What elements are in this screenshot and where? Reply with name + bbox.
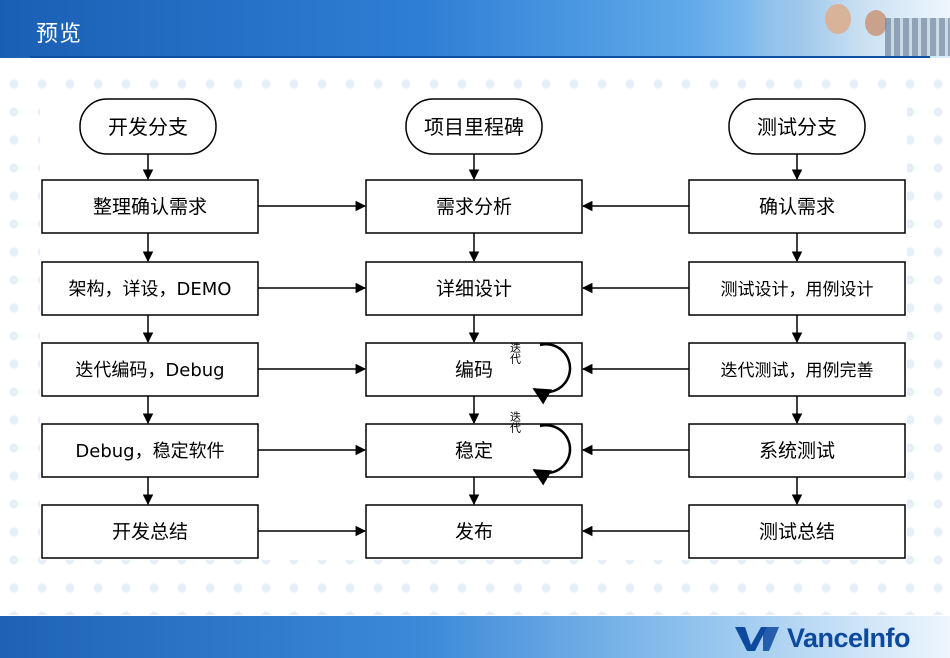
footer-bar (0, 616, 950, 658)
box-dev-4-label: Debug，稳定软件 (75, 441, 224, 462)
vertical-arrows (142, 154, 803, 506)
iteration-loop-stable: 迭代 (509, 411, 572, 486)
flow-diagram: 开发分支 项目里程碑 测试分支 整理确认需求 需求分析 确认需求 架构，详设，D… (40, 97, 907, 560)
flow-diagram-svg: 开发分支 项目里程碑 测试分支 整理确认需求 需求分析 确认需求 架构，详设，D… (41, 98, 906, 559)
box-test-2-label: 测试设计，用例设计 (721, 280, 874, 300)
horizontal-arrows (258, 200, 689, 537)
vanceinfo-logo: VanceInfo (733, 621, 943, 655)
box-test-5-label: 测试总结 (759, 521, 835, 543)
logo-mark-icon (735, 627, 779, 651)
iteration-loop-coding: 迭代 (509, 342, 572, 405)
box-dev-5-label: 开发总结 (112, 521, 188, 543)
logo-text: VanceInfo (787, 622, 911, 653)
box-dev-4 (41, 423, 259, 478)
box-mid-3-label: 编码 (455, 359, 493, 381)
box-test-3-label: 迭代测试，用例完善 (721, 361, 874, 381)
box-mid-5-label: 发布 (455, 521, 493, 543)
box-test-1-label: 确认需求 (759, 196, 835, 218)
lane-test: 测试分支 (728, 98, 866, 155)
loop-label-coding-1: 迭代 (509, 342, 522, 365)
lane-dev: 开发分支 (79, 98, 217, 155)
box-dev-3-label: 迭代编码，Debug (75, 360, 224, 381)
header-divider (30, 56, 930, 58)
header-bar: 预览 (0, 0, 950, 58)
box-mid-4 (365, 423, 583, 478)
box-mid-5 (365, 504, 583, 559)
lane-test-label: 测试分支 (757, 115, 837, 139)
box-test-4-label: 系统测试 (759, 440, 835, 462)
lane-milestone-label: 项目里程碑 (424, 115, 524, 139)
box-test-5 (688, 504, 906, 559)
page-title: 预览 (36, 22, 83, 47)
lane-dev-label: 开发分支 (108, 115, 188, 139)
box-mid-1-label: 需求分析 (436, 196, 512, 218)
box-mid-2-label: 详细设计 (436, 278, 512, 300)
box-test-4 (688, 423, 906, 478)
box-mid-4-label: 稳定 (455, 440, 493, 462)
box-dev-5 (41, 504, 259, 559)
header-photo (745, 0, 950, 56)
lane-milestone: 项目里程碑 (405, 98, 543, 155)
box-dev-1 (41, 179, 259, 234)
box-dev-1-label: 整理确认需求 (93, 196, 207, 218)
box-dev-2-label: 架构，详设，DEMO (69, 279, 232, 300)
box-dev-3 (41, 342, 259, 397)
loop-label-stable-1: 迭代 (509, 411, 522, 434)
